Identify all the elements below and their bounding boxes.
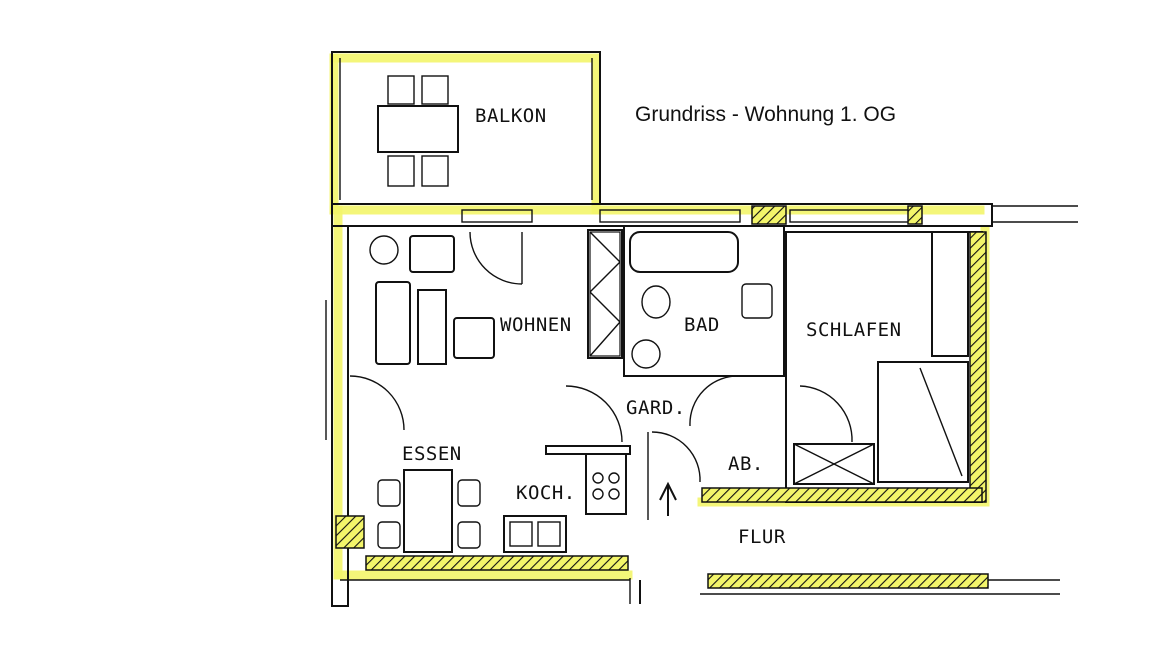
top-wall	[331, 203, 1078, 227]
kitchen-counter	[503, 445, 631, 553]
door-swings	[349, 375, 853, 520]
left-wall	[325, 225, 365, 607]
corridor	[629, 481, 1060, 604]
room-label-wohnen: WOHNEN	[500, 314, 572, 336]
room-label-koch: KOCH.	[516, 482, 576, 504]
balcony-area	[331, 51, 601, 205]
living-furniture	[369, 231, 523, 365]
room-label-essen: ESSEN	[402, 443, 462, 465]
room-label-schlafen: SCHLAFEN	[806, 319, 902, 341]
balcony-table-icon	[377, 75, 459, 187]
room-label-flur: FLUR	[738, 526, 786, 548]
bottom-wall	[340, 555, 630, 581]
room-label-balkon: BALKON	[475, 105, 547, 127]
plan-title: Grundriss - Wohnung 1. OG	[635, 103, 897, 126]
room-label-ab: AB.	[728, 453, 764, 475]
dining-table-icon	[377, 469, 481, 553]
bath-fixtures	[629, 231, 773, 369]
room-label-gard: GARD.	[626, 397, 686, 419]
interior-walls	[587, 225, 987, 503]
room-label-bad: BAD	[684, 314, 720, 336]
